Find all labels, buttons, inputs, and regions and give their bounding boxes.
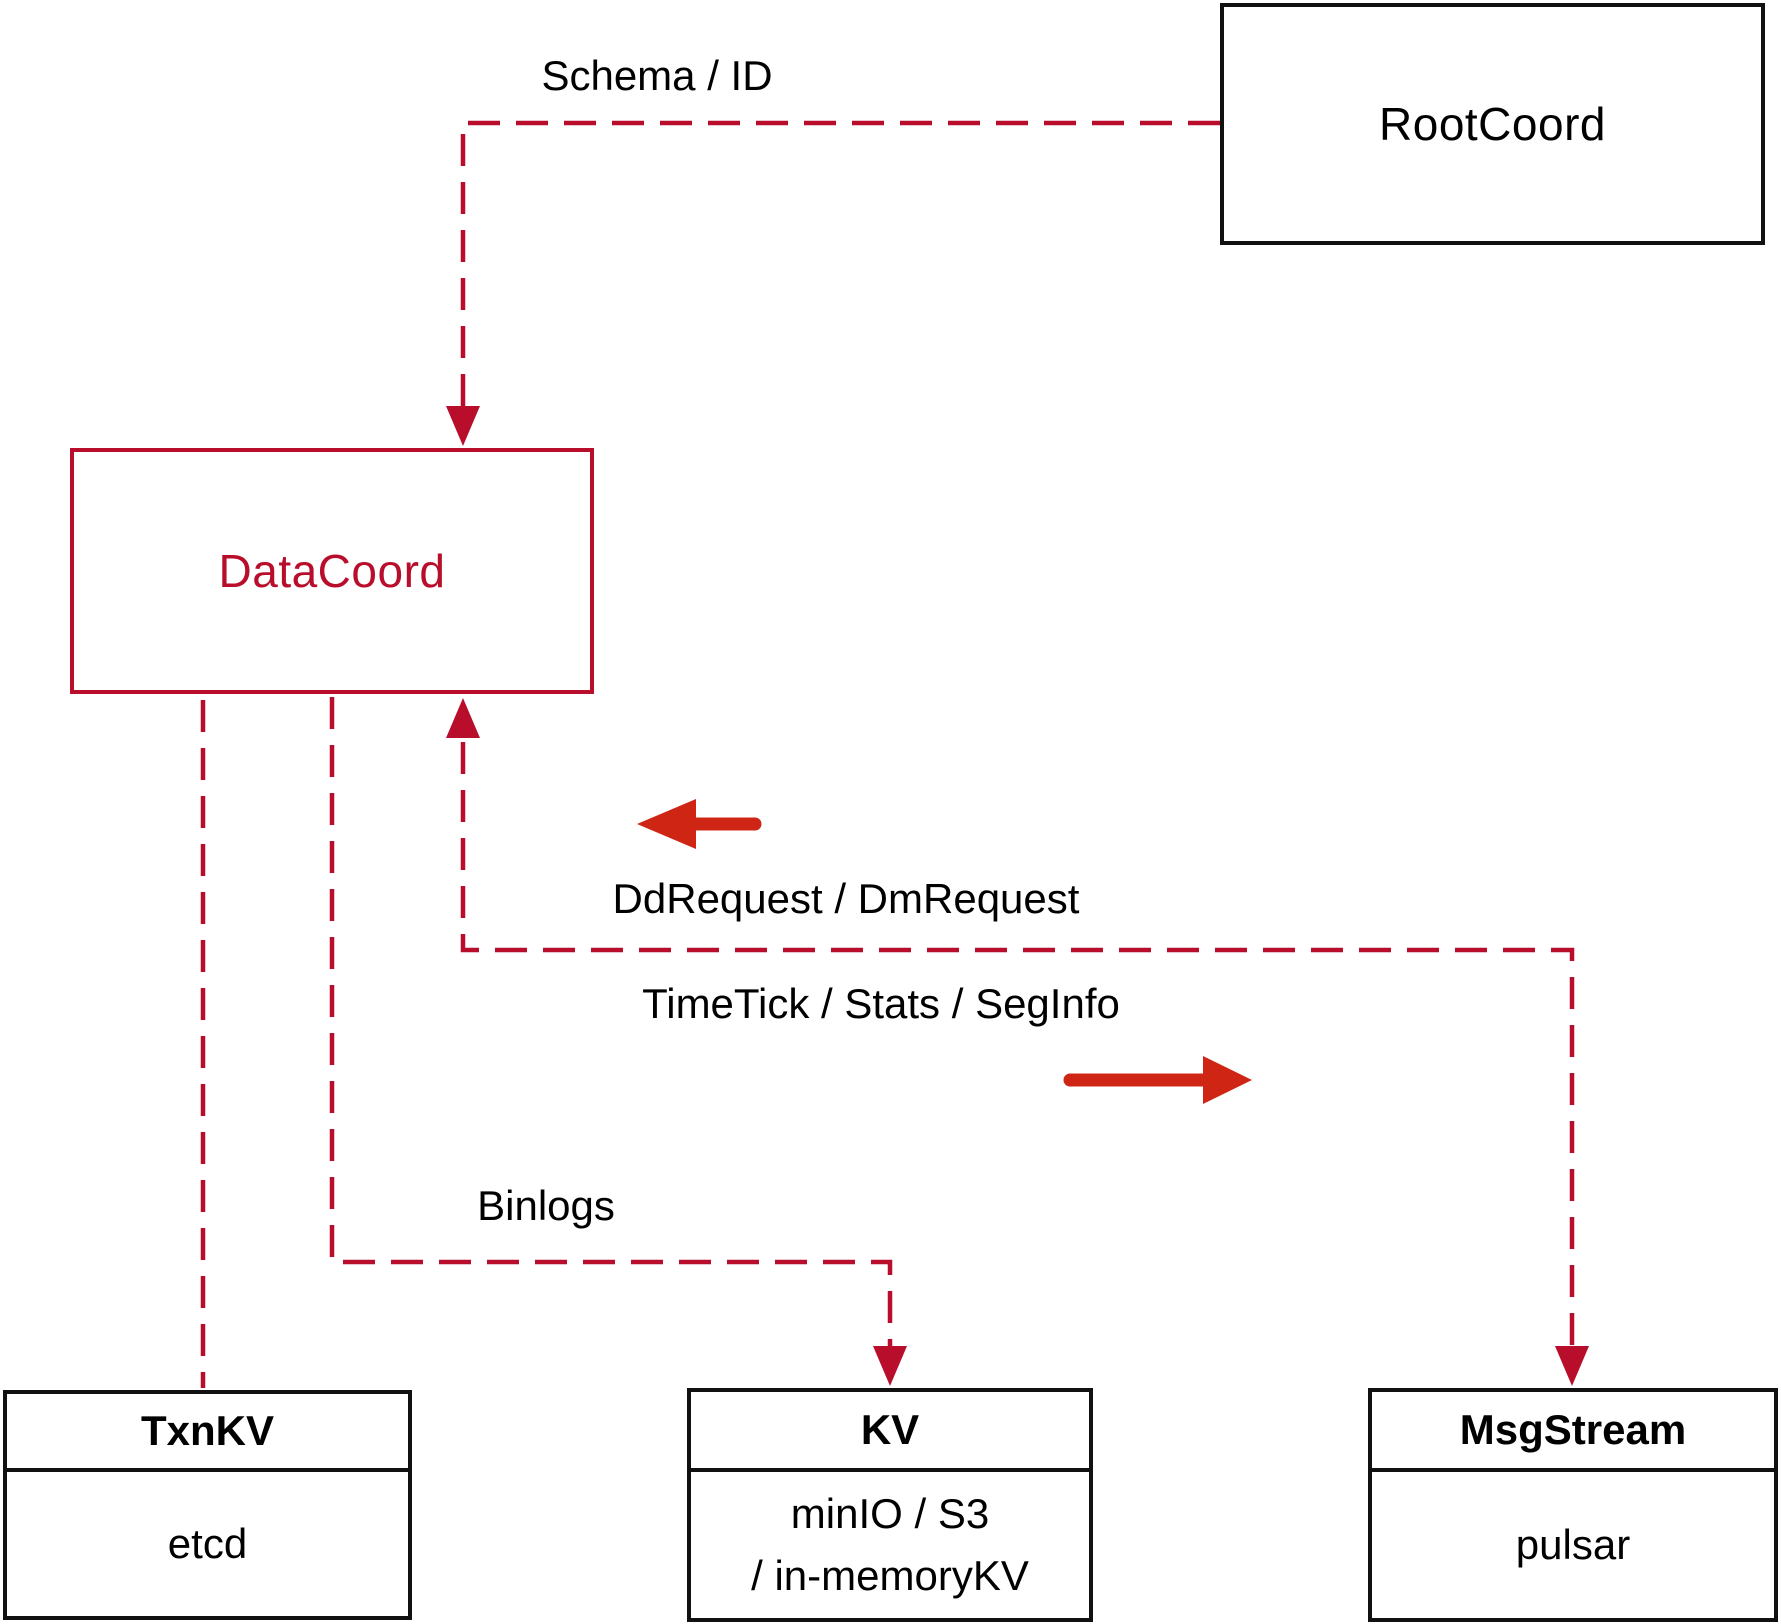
arrow-down-into-datacoord-icon <box>446 406 480 446</box>
txnkv-body: etcd <box>7 1472 408 1616</box>
arrow-down-into-msgstream-icon <box>1555 1346 1589 1386</box>
left-direction-arrow-icon <box>637 799 696 849</box>
edge-label-timetick-stats-seginfo: TimeTick / Stats / SegInfo <box>642 980 1120 1027</box>
rootcoord-label: RootCoord <box>1379 98 1606 150</box>
txnkv-impl-label: etcd <box>167 1520 248 1567</box>
right-direction-arrow-icon <box>1203 1056 1252 1104</box>
kv-impl-line1: minIO / S3 <box>790 1490 990 1537</box>
edge-schema-id-line <box>460 120 1220 406</box>
kv-impl-line2: / in-memoryKV <box>751 1552 1029 1599</box>
kv-title: KV <box>691 1392 1089 1472</box>
node-rootcoord: RootCoord <box>1220 3 1765 245</box>
arrow-down-into-kv-icon <box>873 1346 907 1386</box>
node-kv: KV minIO / S3 / in-memoryKV <box>687 1388 1093 1622</box>
msgstream-title: MsgStream <box>1372 1392 1774 1472</box>
edge-return-path-line <box>460 742 1575 1346</box>
edge-label-binlogs: Binlogs <box>477 1182 615 1229</box>
edge-binlogs-line <box>329 697 893 1346</box>
edge-label-schema-id: Schema / ID <box>541 52 773 99</box>
datacoord-label: DataCoord <box>218 545 446 597</box>
node-txnkv: TxnKV etcd <box>3 1390 412 1620</box>
msgstream-impl-label: pulsar <box>1515 1521 1631 1568</box>
kv-body: minIO / S3 / in-memoryKV <box>691 1472 1089 1618</box>
txnkv-title: TxnKV <box>7 1394 408 1472</box>
node-datacoord: DataCoord <box>70 448 594 694</box>
node-msgstream: MsgStream pulsar <box>1368 1388 1778 1622</box>
edge-label-ddrequest-dmrequest: DdRequest / DmRequest <box>612 875 1080 922</box>
msgstream-body: pulsar <box>1372 1472 1774 1618</box>
arrow-up-into-datacoord-icon <box>446 698 480 738</box>
